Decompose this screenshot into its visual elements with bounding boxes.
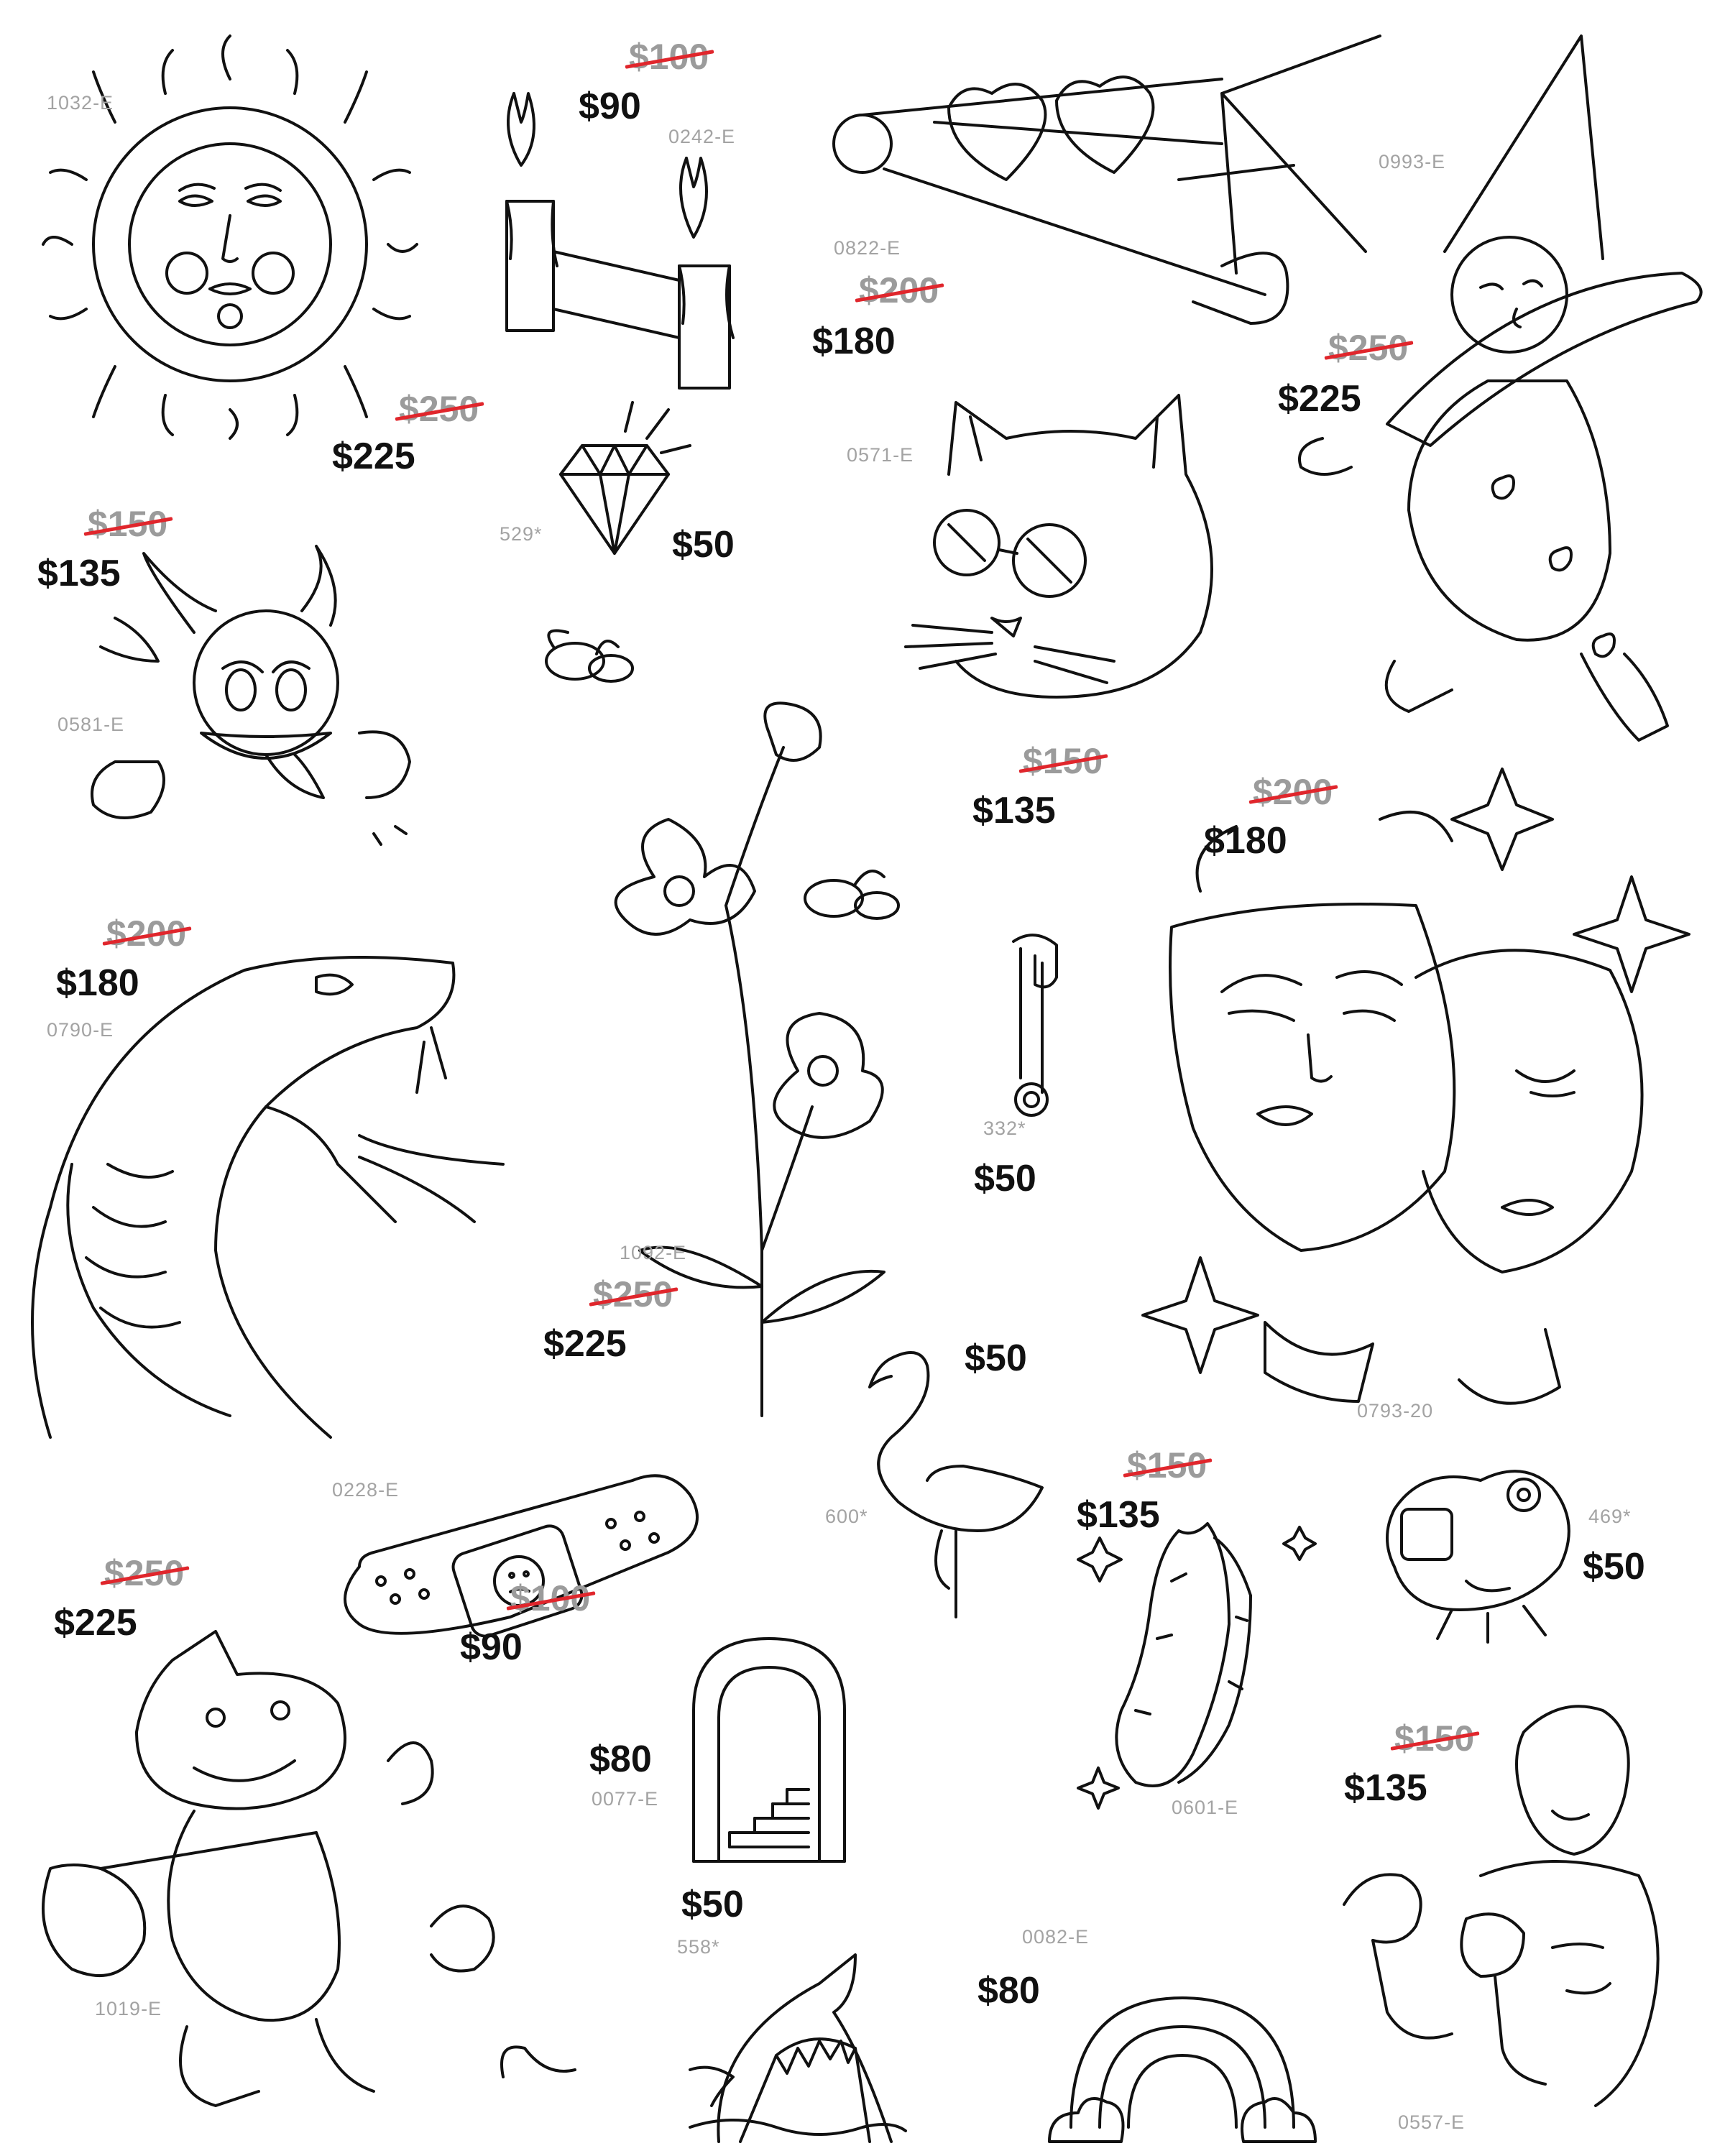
- cat-sunglasses-old-price: $150: [1023, 741, 1103, 781]
- boxer-flash[interactable]: $150 $135 0557-E: [1337, 1674, 1711, 2134]
- wizard-cherub-drawing: [1298, 34, 1703, 742]
- wizard-cherub-price: $225: [1278, 378, 1361, 420]
- shark-price: $50: [681, 1884, 744, 1925]
- snake-old-price: $200: [106, 913, 187, 954]
- sun-face-old-price: $250: [399, 389, 479, 429]
- snake-price: $180: [56, 962, 139, 1004]
- theater-masks-old-price: $200: [1253, 772, 1333, 812]
- barbed-wire-hands-flash[interactable]: $150 $135 0601-E: [1064, 1437, 1322, 1840]
- theater-masks-flash[interactable]: $200 $180 0793-20: [1141, 755, 1718, 1430]
- safety-pin-hearts-flash[interactable]: 0822-E $200 $180: [812, 29, 1381, 374]
- bandaid-code: 0228-E: [332, 1479, 400, 1501]
- rainbow-price: $80: [978, 1970, 1040, 2012]
- flamingo-price: $50: [965, 1337, 1027, 1379]
- sun-face-code: 1032-E: [47, 92, 114, 114]
- cartoon-cat-hobo-code: 1019-E: [95, 1998, 162, 2019]
- safety-pin-hearts-drawing: [832, 34, 1381, 325]
- melting-candles-drawing: [505, 92, 735, 390]
- snake-code: 0790-E: [47, 1019, 114, 1041]
- bandaid-old-price: $100: [510, 1578, 591, 1618]
- safety-pin-price: $50: [974, 1158, 1036, 1199]
- flamingo-drawing: [868, 1351, 1044, 1618]
- wizard-cherub-old-price: $250: [1328, 328, 1409, 368]
- safety-pin-hearts-price: $180: [812, 321, 896, 362]
- devil-cartoon-drawing: [91, 545, 411, 846]
- sun-face-drawing: [42, 34, 418, 440]
- rainbow-code: 0082-E: [1022, 1926, 1090, 1948]
- flowers-bees-code: 1092-E: [620, 1242, 687, 1263]
- melting-candles-old-price: $100: [629, 37, 709, 77]
- flamingo-code: 600*: [825, 1506, 868, 1527]
- safety-pin-hearts-code: 0822-E: [834, 237, 901, 259]
- melting-candles-code: 0242-E: [668, 126, 736, 147]
- boxer-old-price: $150: [1394, 1718, 1475, 1759]
- snake-flash[interactable]: $200 $180 0790-E: [29, 913, 525, 1439]
- sun-face-flash[interactable]: 1032-E $250 $225: [0, 0, 518, 496]
- safety-pin-hearts-old-price: $200: [859, 270, 939, 310]
- flowers-bees-drawing: [545, 629, 900, 1417]
- barbed-wire-hands-price: $135: [1077, 1494, 1160, 1536]
- wizard-cherub-code: 0993-E: [1379, 151, 1446, 172]
- theater-masks-drawing: [1141, 768, 1690, 1405]
- diamond-price: $50: [672, 524, 735, 566]
- cartoon-cat-hobo-drawing: [42, 1630, 576, 2107]
- cartoon-cat-hobo-flash[interactable]: $250 $225 1019-E: [29, 1552, 597, 2149]
- melting-candles-flash[interactable]: $100 $90 0242-E: [474, 29, 776, 417]
- cat-sunglasses-flash[interactable]: 0571-E $150 $135: [841, 388, 1272, 848]
- bandaid-flash[interactable]: 0228-E $100 $90: [316, 1466, 704, 1689]
- barbed-wire-hands-code: 0601-E: [1172, 1797, 1239, 1818]
- frog-headphones-price: $50: [1583, 1546, 1645, 1588]
- diamond-code: 529*: [500, 523, 543, 545]
- cartoon-cat-hobo-old-price: $250: [104, 1553, 185, 1593]
- cartoon-cat-hobo-price: $225: [54, 1602, 137, 1644]
- boxer-drawing: [1343, 1705, 1660, 2107]
- arch-stairs-price: $80: [589, 1738, 652, 1780]
- rainbow-flash[interactable]: 0082-E $80: [963, 1926, 1322, 2149]
- melting-candles-price: $90: [579, 86, 641, 127]
- frog-headphones-code: 469*: [1588, 1506, 1632, 1527]
- flowers-bees-flash[interactable]: 1092-E $250 $225: [496, 604, 927, 1417]
- bandaid-price: $90: [460, 1626, 523, 1668]
- shark-drawing: [689, 1953, 907, 2143]
- devil-cartoon-flash[interactable]: $150 $135 0581-E: [29, 503, 496, 906]
- cat-sunglasses-code: 0571-E: [847, 444, 914, 466]
- diamond-drawing: [559, 401, 691, 555]
- shark-code: 558*: [677, 1936, 720, 1958]
- boxer-price: $135: [1344, 1767, 1427, 1809]
- flowers-bees-old-price: $250: [593, 1274, 673, 1314]
- safety-pin-drawing: [1012, 934, 1058, 1117]
- rainbow-drawing: [1048, 1996, 1317, 2143]
- cat-sunglasses-price: $135: [972, 790, 1056, 831]
- diamond-flash[interactable]: 529* $50: [496, 395, 769, 582]
- devil-cartoon-old-price: $150: [88, 504, 168, 544]
- sun-face-price: $225: [332, 436, 415, 477]
- devil-cartoon-code: 0581-E: [58, 714, 125, 735]
- shark-flash[interactable]: $50 558*: [647, 1883, 920, 2143]
- safety-pin-flash[interactable]: 332* $50: [956, 934, 1143, 1207]
- snake-drawing: [31, 956, 505, 1439]
- frog-headphones-drawing: [1386, 1470, 1570, 1644]
- devil-cartoon-price: $135: [37, 553, 121, 594]
- frog-headphones-flash[interactable]: 469* $50: [1366, 1459, 1668, 1653]
- theater-masks-code: 0793-20: [1357, 1400, 1434, 1422]
- arch-stairs-flash[interactable]: $80 0077-E: [589, 1631, 891, 1869]
- arch-stairs-drawing: [692, 1637, 846, 1863]
- cat-sunglasses-drawing: [904, 394, 1213, 699]
- barbed-wire-hands-old-price: $150: [1127, 1445, 1208, 1485]
- safety-pin-code: 332*: [983, 1118, 1026, 1139]
- barbed-wire-hands-drawing: [1077, 1522, 1317, 1810]
- theater-masks-price: $180: [1204, 820, 1287, 862]
- boxer-code: 0557-E: [1398, 2111, 1466, 2133]
- flamingo-flash[interactable]: $50 600*: [819, 1337, 1064, 1624]
- wizard-cherub-flash[interactable]: 0993-E $250 $225: [1265, 22, 1725, 783]
- arch-stairs-code: 0077-E: [592, 1788, 659, 1810]
- flowers-bees-price: $225: [543, 1323, 627, 1365]
